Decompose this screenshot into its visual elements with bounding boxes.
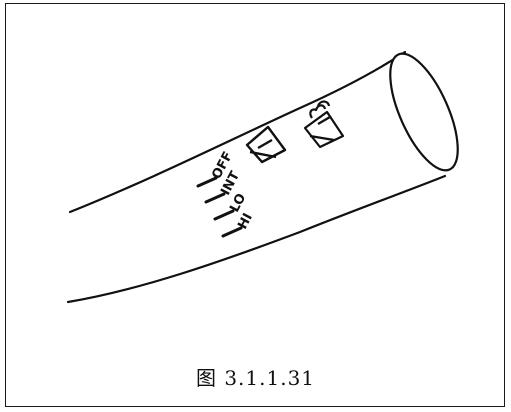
mode-label-hi: HI bbox=[235, 211, 256, 232]
stalk-upper-edge bbox=[68, 50, 407, 214]
tick-off bbox=[196, 176, 218, 188]
figure-caption: 图 3.1.1.31 bbox=[195, 366, 316, 390]
stalk-lower-edge bbox=[66, 174, 447, 304]
front-wiper-icon bbox=[245, 125, 287, 164]
tick-int bbox=[204, 192, 226, 204]
tick-lo bbox=[213, 209, 235, 221]
stalk-end-cap bbox=[389, 52, 459, 172]
mode-ticks bbox=[196, 176, 243, 238]
tick-hi bbox=[221, 226, 243, 238]
washer-wiper-icon bbox=[303, 100, 345, 149]
